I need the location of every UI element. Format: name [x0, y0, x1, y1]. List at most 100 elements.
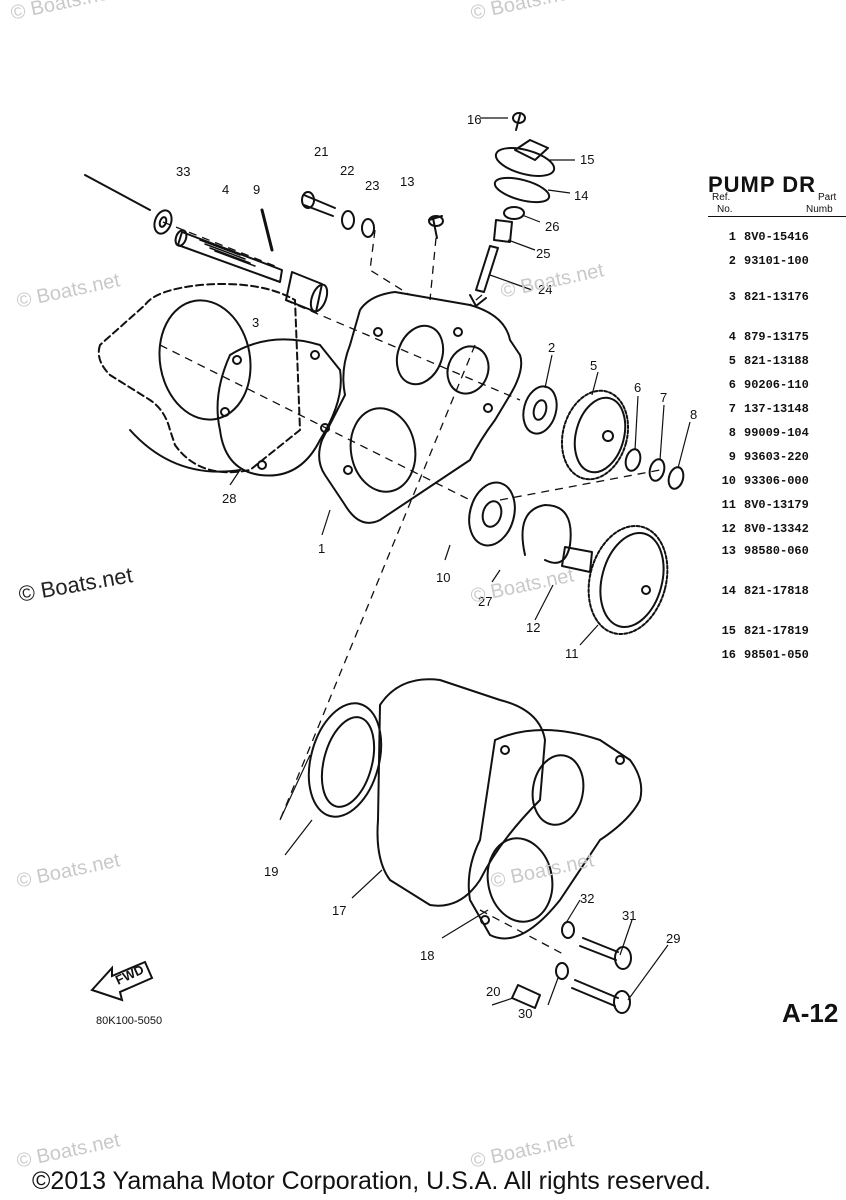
part-13-bolt	[428, 215, 443, 239]
part-10-bearing	[468, 481, 516, 547]
part-number: 879-13175	[744, 330, 809, 344]
part-number: 821-13188	[744, 354, 809, 368]
parts-row: 5 821-13188	[708, 354, 809, 378]
part-number: 137-13148	[744, 402, 809, 416]
part-4-shaft	[177, 231, 283, 283]
part-31-bolt	[579, 937, 619, 961]
part-17-gasket	[376, 678, 546, 907]
part-5-gear	[560, 389, 630, 481]
part-number: 99009-104	[744, 426, 809, 440]
part-number: 90206-110	[744, 378, 809, 392]
ref-number: 15	[721, 624, 736, 638]
part-29-bolt	[571, 979, 619, 1007]
callout-11: 11	[565, 646, 579, 661]
callout-12: 12	[526, 620, 540, 635]
part-number: 93101-100	[744, 254, 809, 268]
part-28-gasket	[216, 338, 342, 477]
part-number: 93306-000	[744, 474, 809, 488]
engine-bore	[158, 299, 252, 421]
part-8-circlip	[667, 466, 685, 490]
callout-9: 9	[253, 182, 260, 197]
part-19-seal	[307, 702, 383, 818]
copyright: ©2013 Yamaha Motor Corporation, U.S.A. A…	[32, 1167, 711, 1195]
callout-3: 3	[252, 315, 259, 330]
callout-29: 29	[666, 931, 680, 946]
engine-case-outline	[97, 283, 301, 474]
part-14-gasket	[493, 176, 551, 204]
part-2-bearing	[522, 385, 558, 435]
parts-row: 13 98580-060	[708, 544, 809, 584]
callout-27: 27	[478, 594, 492, 609]
part-27-circlip	[521, 504, 572, 564]
ref-number: 13	[721, 544, 736, 558]
part-number: 8V0-15416	[744, 230, 809, 244]
parts-row: 9 93603-220	[708, 450, 809, 474]
parts-row: 6 90206-110	[708, 378, 809, 402]
ref-number: 9	[728, 450, 736, 464]
callout-26: 26	[545, 219, 559, 234]
header-no: No.	[717, 204, 733, 215]
callout-13: 13	[400, 174, 414, 189]
part-22-washer	[341, 210, 355, 230]
part-20-dowel	[511, 984, 541, 1009]
callout-16: 16	[467, 112, 481, 127]
part-number: 93603-220	[744, 450, 809, 464]
drawing-code: 80K100-5050	[96, 1015, 163, 1027]
callout-2: 2	[548, 340, 555, 355]
callout-10: 10	[436, 570, 450, 585]
part-30-washer	[555, 962, 569, 980]
engine-outline	[84, 174, 151, 211]
callout-8: 8	[690, 407, 697, 422]
callout-15: 15	[580, 152, 594, 167]
part-number: 98580-060	[744, 544, 809, 558]
callout-22: 22	[340, 163, 354, 178]
callout-14: 14	[574, 188, 588, 203]
callout-28: 28	[222, 491, 236, 506]
part-32-washer	[561, 921, 575, 939]
part-21-bolt	[303, 194, 336, 217]
parts-panel-title: PUMP DR	[708, 172, 817, 197]
callout-25: 25	[536, 246, 550, 261]
leader-lines	[229, 117, 691, 1006]
page-code: A-12	[782, 998, 839, 1028]
ref-number: 6	[728, 378, 736, 392]
ref-number: 3	[728, 290, 736, 304]
part-3-collar	[285, 271, 323, 313]
parts-row: 8 99009-104	[708, 426, 809, 450]
ref-number: 8	[728, 426, 736, 440]
callout-5: 5	[590, 358, 597, 373]
parts-row: 4 879-13175	[708, 330, 809, 354]
part-26-oring	[503, 206, 525, 220]
ref-number: 4	[728, 330, 736, 344]
callout-17: 17	[332, 903, 346, 918]
callout-18: 18	[420, 948, 434, 963]
callout-24: 24	[538, 282, 552, 297]
parts-row: 7 137-13148	[708, 402, 809, 426]
part-25-bushing	[493, 219, 513, 243]
callout-20: 20	[486, 984, 500, 999]
ref-number: 16	[721, 648, 736, 662]
part-6-key	[624, 448, 642, 472]
callout-21: 21	[314, 144, 328, 159]
callout-7: 7	[660, 390, 667, 405]
part-1-pump-housing	[318, 291, 523, 524]
callout-19: 19	[264, 864, 278, 879]
header-rule	[708, 216, 846, 217]
ref-number: 5	[728, 354, 736, 368]
part-24-gear-shaft	[475, 245, 499, 293]
callout-32: 32	[580, 891, 594, 906]
callout-31: 31	[622, 908, 636, 923]
part-18-cover	[467, 729, 643, 940]
header-part: Part	[818, 192, 837, 203]
ref-number: 7	[728, 402, 736, 416]
